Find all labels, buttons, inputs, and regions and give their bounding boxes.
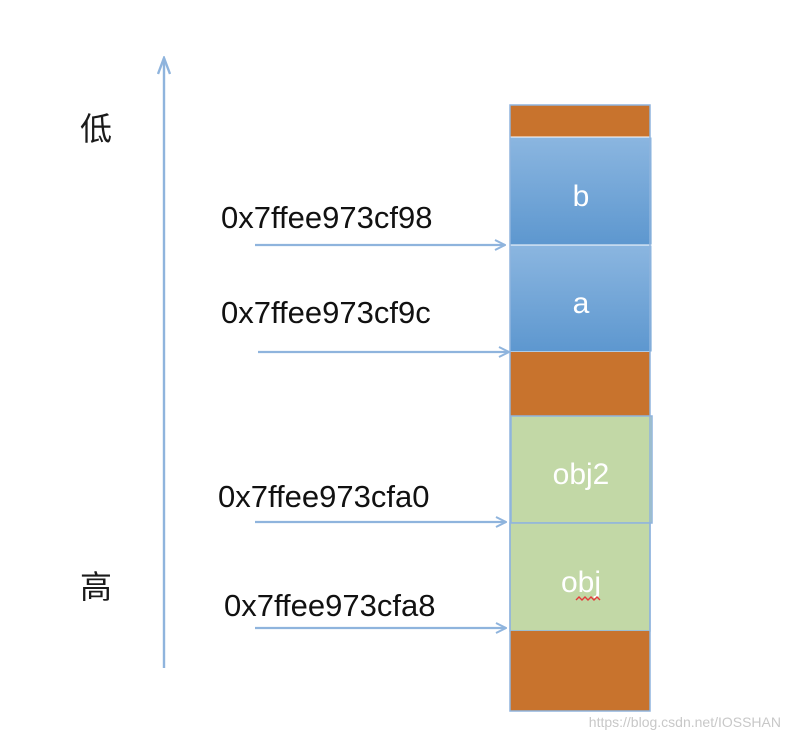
memory-column-outline — [509, 104, 651, 712]
padding-block-bottom — [510, 631, 650, 711]
stack-block-a — [509, 244, 653, 353]
spellcheck-squiggle — [575, 596, 601, 601]
address-label-obj2: 0x7ffee973cfa0 — [218, 479, 429, 514]
address-label-a: 0x7ffee973cf9c — [221, 295, 431, 330]
high-address-label: 高 — [80, 568, 112, 606]
block-label-a: a — [573, 287, 590, 320]
padding-block-middle — [510, 352, 650, 416]
block-label-obj2: obj2 — [553, 458, 610, 491]
block-label-b: b — [573, 180, 590, 213]
watermark-text: https://blog.csdn.net/IOSSHAN — [589, 714, 781, 730]
address-label-b: 0x7ffee973cf98 — [221, 200, 432, 235]
address-label-obj: 0x7ffee973cfa8 — [224, 588, 435, 623]
low-address-label: 低 — [80, 110, 112, 148]
block-label-obj: obj — [561, 566, 601, 599]
padding-block-top — [510, 105, 650, 137]
